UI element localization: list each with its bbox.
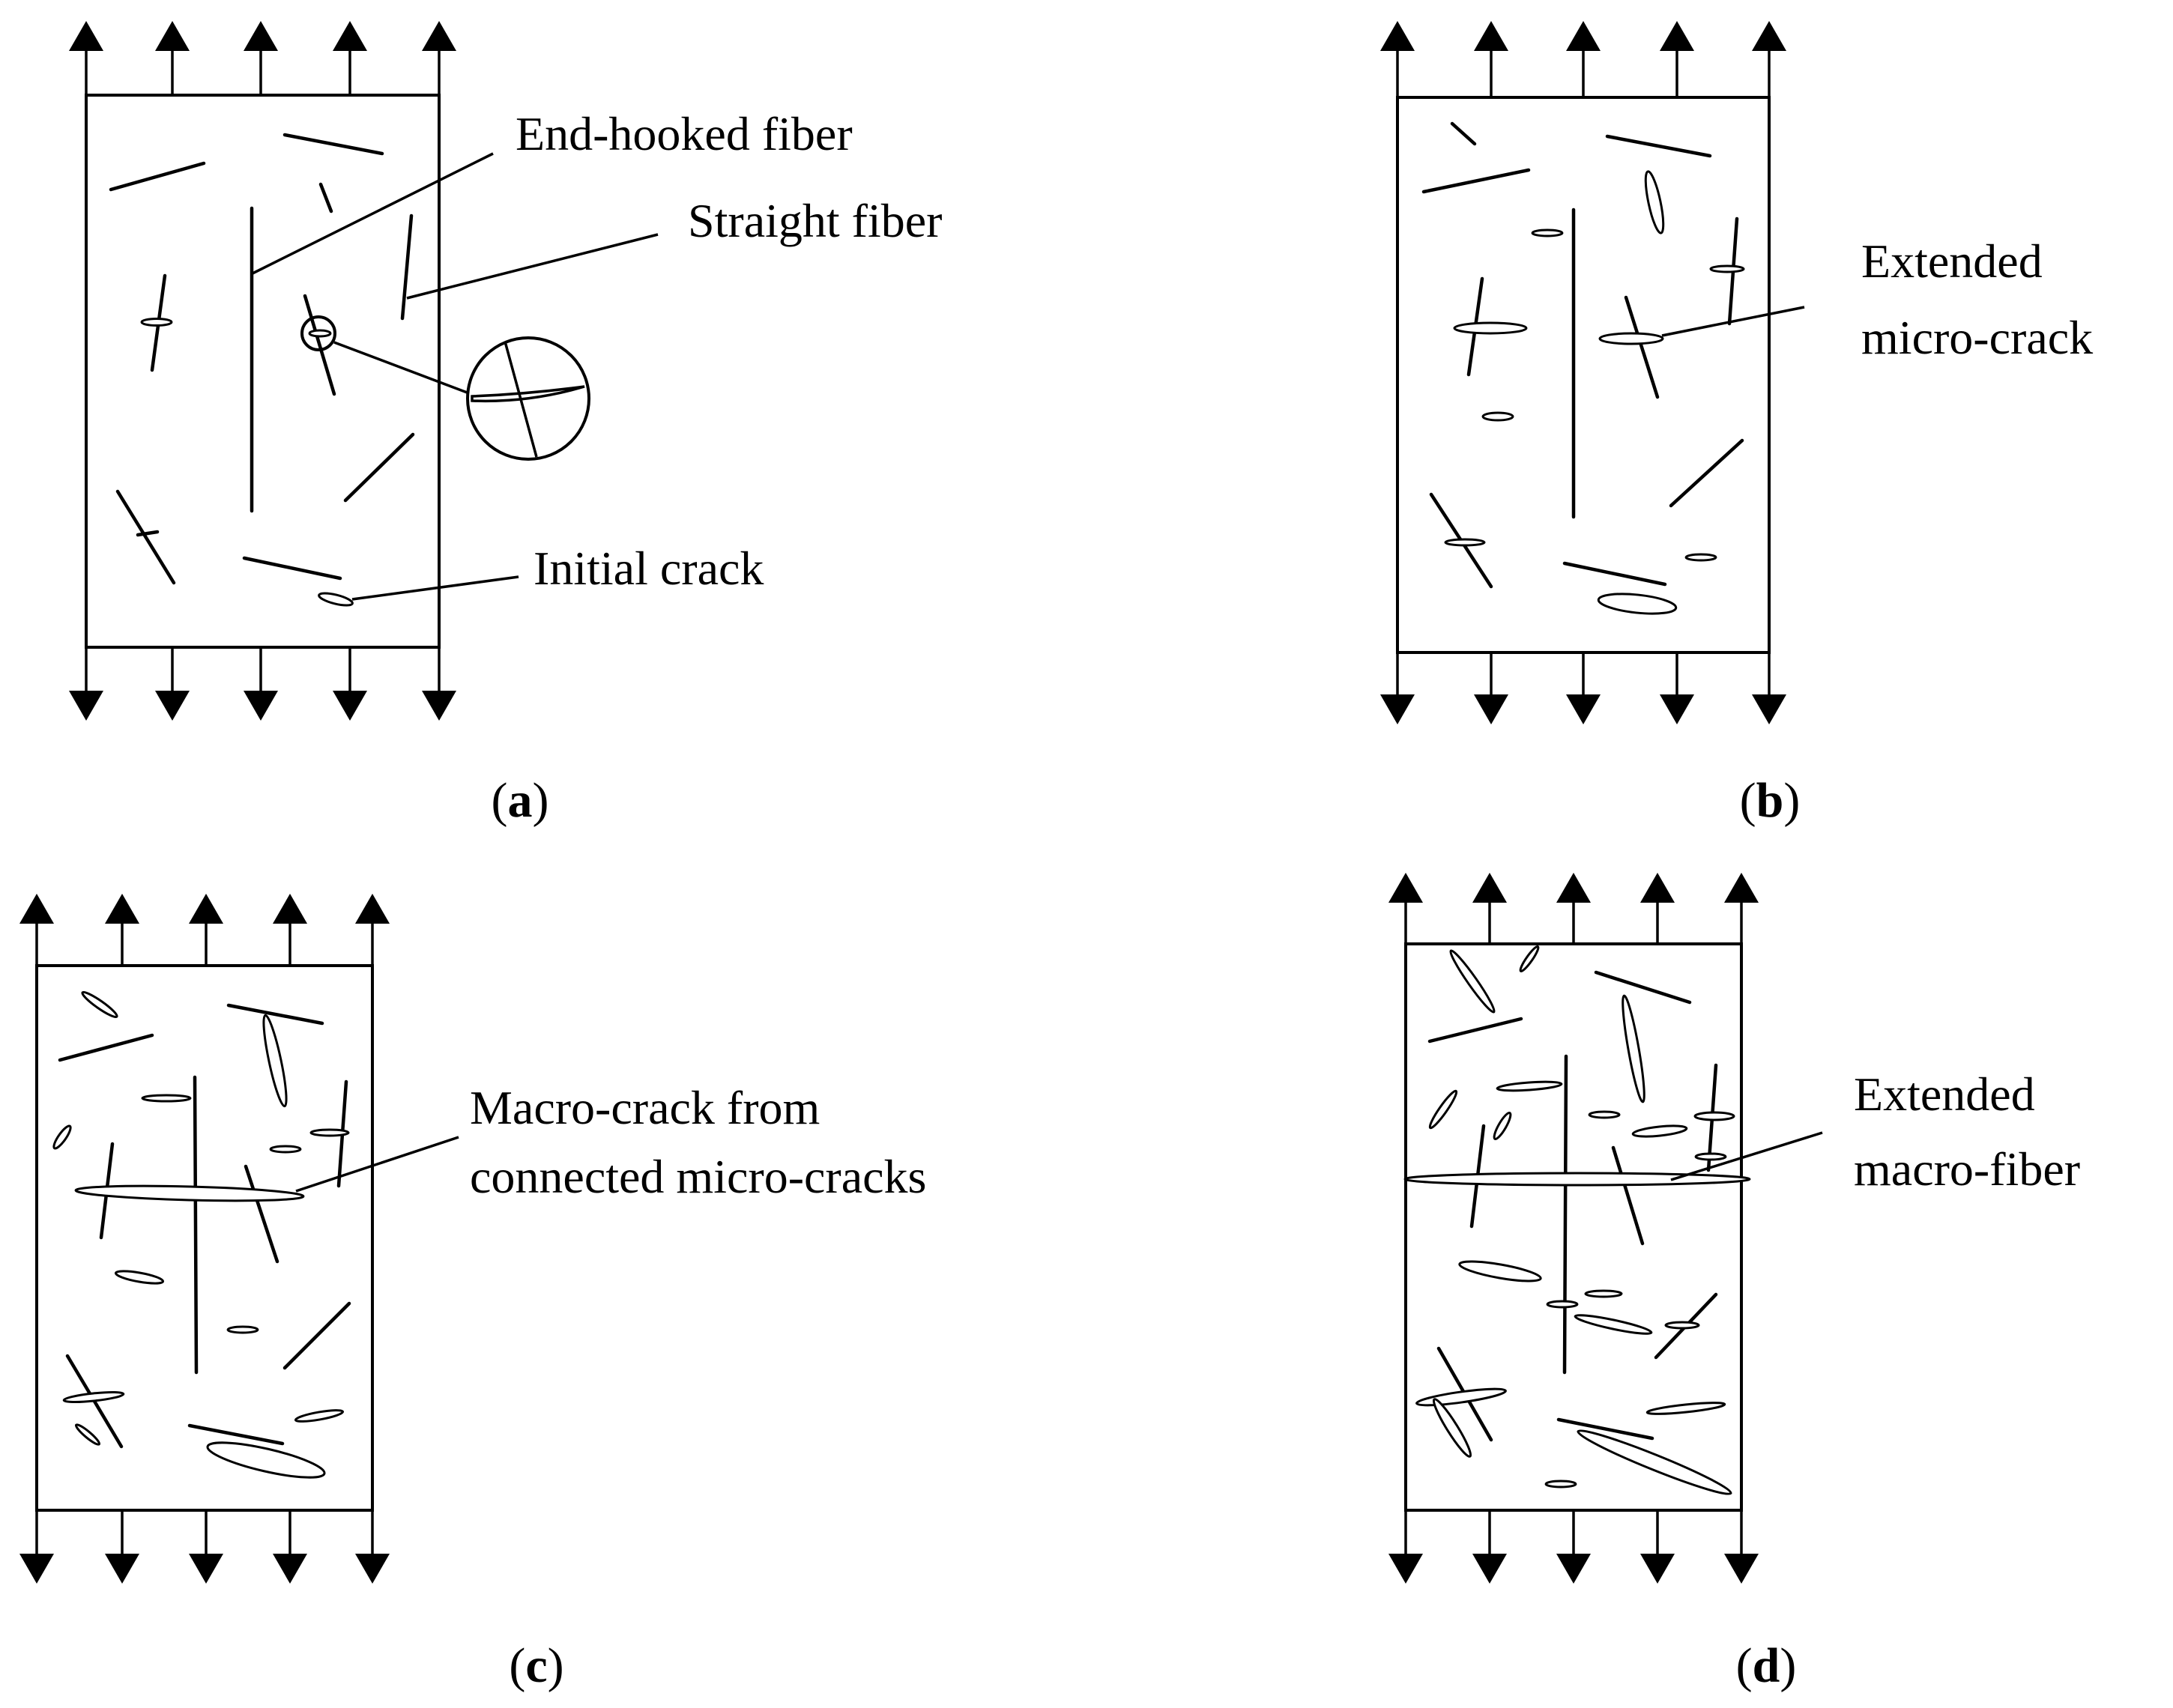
fibers-b <box>1421 121 1744 589</box>
label-macro-crack-1: Macro-crack from <box>470 1081 820 1134</box>
magnifier-a <box>300 315 590 461</box>
caption-d: (d) <box>1736 1638 1797 1693</box>
straight-fiber <box>400 214 414 321</box>
label-initial-crack: Initial crack <box>534 542 764 595</box>
panel-d: Extended macro-fiber (d) <box>1388 873 2080 1693</box>
leaders-a <box>252 152 659 601</box>
label-extended-macro-fiber-2: macro-fiber <box>1854 1142 2080 1196</box>
label-extended-micro-crack-1: Extended <box>1861 234 2043 288</box>
tension-arrows-bottom-a <box>69 647 456 721</box>
leader-b <box>1661 306 1805 337</box>
label-end-hooked-fiber: End-hooked fiber <box>516 107 853 160</box>
panel-c: Macro-crack from connected micro-cracks … <box>19 894 926 1693</box>
panel-b: Extended micro-crack (b) <box>1380 21 2093 828</box>
specimen-frame-a <box>85 94 441 649</box>
tension-arrows-bottom-d <box>1388 1510 1759 1584</box>
caption-a: (a) <box>492 773 549 828</box>
fibers-c <box>58 1003 351 1449</box>
leader-c <box>295 1136 459 1193</box>
fibers-d <box>1427 970 1718 1442</box>
cracks-d <box>1403 945 1751 1495</box>
macro-crack <box>74 1184 305 1202</box>
tension-arrows-top-d <box>1388 873 1759 944</box>
label-extended-micro-crack-2: micro-crack <box>1861 311 2093 364</box>
leader-d <box>1670 1131 1823 1181</box>
initial-cracks-a <box>140 318 354 607</box>
extended-macro-fiber <box>1403 1172 1751 1187</box>
magnified-crack-circle <box>466 336 590 461</box>
fibers-a <box>109 133 415 585</box>
specimen-frame-c <box>35 964 374 1512</box>
tension-arrows-bottom-b <box>1380 652 1786 724</box>
cracks-b <box>1444 170 1745 615</box>
caption-c: (c) <box>509 1638 563 1693</box>
specimen-frame-b <box>1396 96 1771 654</box>
label-macro-crack-2: connected micro-cracks <box>470 1150 926 1203</box>
extended-micro-crack <box>1598 332 1664 345</box>
caption-b: (b) <box>1740 773 1801 828</box>
cracks-c <box>52 990 350 1479</box>
label-extended-macro-fiber-1: Extended <box>1854 1068 2035 1121</box>
tension-arrows-bottom-c <box>19 1510 390 1584</box>
tension-arrows-top-b <box>1380 21 1786 97</box>
panel-a: End-hooked fiber Straight fiber Initial … <box>69 21 942 828</box>
initial-crack <box>318 592 354 607</box>
tension-arrows-top-c <box>19 894 390 966</box>
label-straight-fiber: Straight fiber <box>688 194 942 247</box>
tension-arrows-top-a <box>69 21 456 95</box>
